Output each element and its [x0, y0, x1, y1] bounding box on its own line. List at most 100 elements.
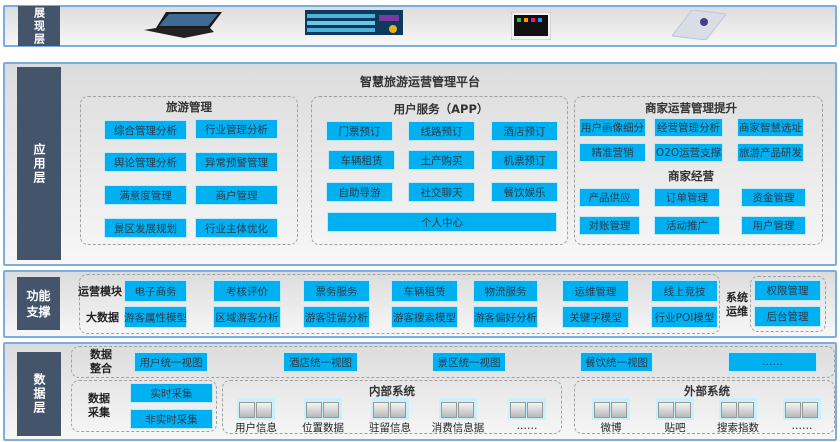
tourism-item-button[interactable]: 异常预警管理 [195, 152, 278, 172]
merchant-upgrade-button[interactable]: 用户画像细分 [579, 118, 646, 137]
server-icon [783, 398, 821, 420]
integration-view-button[interactable]: 餐饮统一视图 [580, 352, 653, 372]
merchant-operations-title: 商家经营 [668, 169, 714, 183]
server-icon [371, 398, 409, 420]
bigdata-model-button[interactable]: 行业POI模型 [651, 306, 718, 328]
internal-source-label: 消费信息据 [431, 422, 485, 434]
server-icon [439, 398, 477, 420]
tourism-item-button[interactable]: 商户管理 [195, 185, 278, 205]
merchant-operation-button[interactable]: 活动推广 [654, 216, 720, 235]
server-icon [508, 398, 546, 420]
user-service-button[interactable]: 土产购买 [408, 150, 475, 170]
laptop-icon [144, 12, 222, 38]
merchant-operation-button[interactable]: 用户管理 [741, 216, 806, 235]
user-service-button[interactable]: 线路预订 [408, 121, 475, 141]
server-icon [237, 398, 275, 420]
merchant-operation-button[interactable]: 订单管理 [654, 188, 720, 207]
external-systems-title: 外部系统 [684, 384, 730, 398]
merchant-upgrade-button[interactable]: 商家智慧选址 [737, 118, 804, 137]
user-service-button[interactable]: 酒店预订 [491, 121, 558, 141]
function-modules-group [79, 274, 720, 334]
external-systems-group [574, 380, 835, 434]
internal-systems-group [222, 380, 562, 434]
merchant-upgrade-button[interactable]: 精准营销 [579, 143, 646, 162]
user-service-button[interactable]: 餐饮娱乐 [491, 182, 558, 202]
server-icon [719, 398, 757, 420]
merchant-upgrade-button[interactable]: 旅游产品研发 [737, 143, 804, 162]
application-layer-label: 应用层 [17, 67, 61, 260]
operation-module-button[interactable]: 电子商务 [124, 280, 187, 302]
operation-module-button[interactable]: 运维管理 [562, 280, 629, 302]
user-service-button[interactable]: 社交聊天 [408, 182, 475, 202]
operation-module-button[interactable]: 线上竞技 [651, 280, 718, 302]
tourism-management-title: 旅游管理 [166, 100, 212, 114]
dashboard-screen-icon [305, 10, 403, 35]
internal-source-label: 位置数据 [302, 422, 344, 434]
bigdata-label: 大数据 [86, 311, 119, 324]
operation-module-button[interactable]: 车辆租赁 [391, 280, 458, 302]
operation-module-button[interactable]: 物流服务 [473, 280, 538, 302]
backend-management-button[interactable]: 后台管理 [754, 306, 821, 327]
internal-source-label: 用户信息 [235, 422, 277, 434]
integration-view-button[interactable]: 景区统一视图 [432, 352, 506, 372]
internal-systems-title: 内部系统 [369, 384, 415, 398]
user-service-button[interactable]: 自助导游 [326, 182, 393, 202]
integration-view-button[interactable]: 用户统一视图 [134, 352, 208, 372]
tourism-item-button[interactable]: 满意度管理 [104, 185, 187, 205]
data-layer-label: 数据层 [17, 352, 61, 436]
operations-label: 运营模块 [78, 285, 122, 298]
permission-management-button[interactable]: 权限管理 [754, 280, 821, 301]
data-integration-group [71, 346, 835, 378]
platform-title: 智慧旅游运营管理平台 [359, 75, 481, 89]
tourism-management-group [80, 96, 298, 245]
user-services-title: 用户服务（APP） [393, 102, 489, 116]
tablet-icon [511, 12, 551, 40]
operation-module-button[interactable]: 票务服务 [303, 280, 370, 302]
user-services-group [311, 96, 568, 245]
tourism-item-button[interactable]: 舆论管理分析 [104, 152, 187, 172]
tourism-item-button[interactable]: 综合管理分析 [104, 120, 187, 140]
bigdata-model-button[interactable]: 游客偏好分析 [473, 306, 538, 328]
bigdata-model-button[interactable]: 游客属性模型 [124, 306, 187, 328]
merchant-upgrade-button[interactable]: 经营管理分析 [654, 118, 723, 137]
personal-center-button[interactable]: 个人中心 [327, 212, 557, 232]
server-icon [592, 398, 630, 420]
tourism-item-button[interactable]: 景区发展规划 [104, 218, 187, 238]
user-service-button[interactable]: 机票预订 [491, 150, 558, 170]
sysops-label: 系统运维 [726, 291, 748, 318]
merchant-group [574, 96, 823, 245]
integration-view-button[interactable]: …… [728, 352, 817, 372]
external-source-label: 贴吧 [664, 422, 686, 434]
user-service-button[interactable]: 车辆租赁 [328, 150, 395, 170]
batch-collection-button[interactable]: 非实时采集 [130, 409, 213, 429]
bigdata-model-button[interactable]: 游客驻留分析 [303, 306, 370, 328]
function-layer-label: 功能支撑 [17, 277, 60, 330]
bigdata-model-button[interactable]: 关键字模型 [562, 306, 629, 328]
merchant-upgrade-button[interactable]: O2O运营支撑 [654, 143, 723, 162]
realtime-collection-button[interactable]: 实时采集 [130, 383, 213, 403]
internal-source-label: 驻留信息 [369, 422, 411, 434]
integration-view-button[interactable]: 酒店统一视图 [283, 352, 358, 372]
operation-module-button[interactable]: 考核评价 [213, 280, 281, 302]
server-icon [304, 398, 342, 420]
tourism-item-button[interactable]: 行业管理分析 [195, 119, 278, 139]
merchant-upgrade-title: 商家运营管理提升 [645, 101, 737, 115]
bigdata-model-button[interactable]: 游客搜索模型 [391, 306, 458, 328]
user-service-button[interactable]: 门票预订 [326, 121, 393, 141]
internal-source-label: …… [516, 420, 538, 432]
data-integration-label: 数据整合 [90, 348, 112, 375]
data-collection-group [71, 380, 217, 432]
mobile-phone-icon [672, 10, 726, 40]
server-icon [656, 398, 694, 420]
sysops-group [750, 276, 826, 332]
external-source-label: 微博 [600, 422, 622, 434]
presentation-layer-label: 展现层 [18, 6, 60, 46]
merchant-operation-button[interactable]: 对账管理 [579, 216, 640, 235]
bigdata-model-button[interactable]: 区域游客分析 [213, 306, 281, 328]
tourism-item-button[interactable]: 行业主体优化 [195, 218, 278, 238]
external-source-label: 搜索指数 [717, 422, 759, 434]
data-collection-label: 数据采集 [88, 392, 110, 419]
merchant-operation-button[interactable]: 产品供应 [579, 188, 640, 207]
merchant-operation-button[interactable]: 资金管理 [741, 188, 806, 207]
external-source-label: …… [791, 420, 813, 432]
